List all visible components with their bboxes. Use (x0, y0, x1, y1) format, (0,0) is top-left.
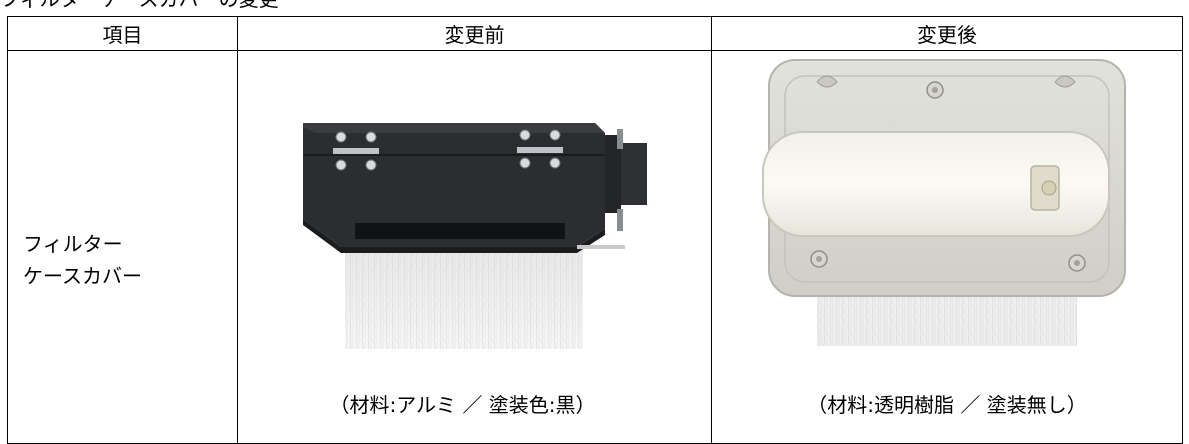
header-item: 項目 (7, 16, 238, 51)
before-material-note: （材料:アルミ ／ 塗装色:黒） (329, 393, 596, 417)
document-caption: フィルターケースカバーの変更 (0, 0, 279, 20)
comparison-table: 項目 変更前 変更後 フィルター ケースカバー (7, 16, 1183, 444)
aluminum-filter-cover-photo (302, 123, 647, 349)
after-cell: （材料:透明樹脂 ／ 塗装無し） (711, 50, 1183, 444)
item-label: フィルター ケースカバー (8, 228, 237, 292)
table-header-row: 項目 変更前 変更後 (7, 16, 1183, 51)
item-label-line-2: ケースカバー (23, 264, 142, 288)
item-cell: フィルター ケースカバー (7, 50, 238, 444)
table-row: フィルター ケースカバー (7, 50, 1183, 444)
header-before: 変更前 (237, 16, 712, 51)
before-cell: （材料:アルミ ／ 塗装色:黒） (237, 50, 712, 444)
item-label-line-1: フィルター (23, 232, 123, 256)
header-after: 変更後 (711, 16, 1183, 51)
after-material-note: （材料:透明樹脂 ／ 塗装無し） (807, 393, 1087, 417)
transparent-resin-filter-cover-photo (762, 59, 1126, 346)
